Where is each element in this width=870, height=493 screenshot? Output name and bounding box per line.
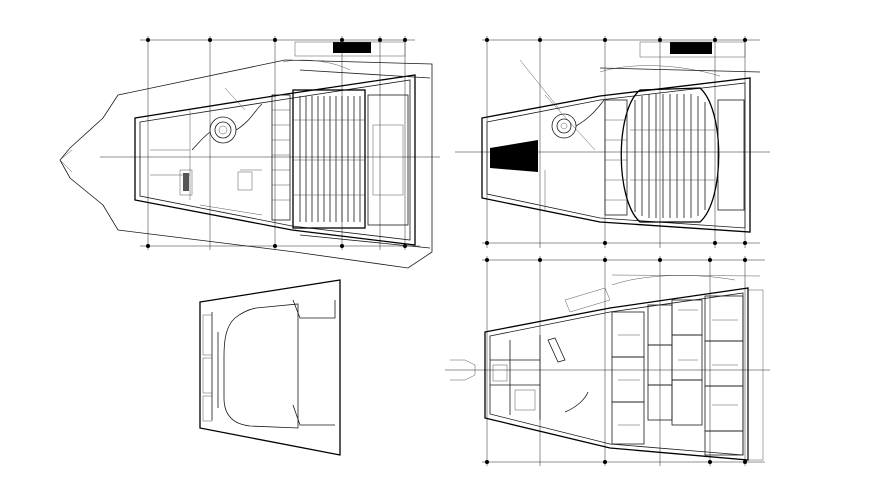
building-outline	[481, 77, 751, 233]
service-core	[271, 94, 291, 221]
title-block	[639, 41, 746, 58]
stage-area	[717, 99, 745, 211]
title-block-fill	[670, 42, 712, 54]
title-block-fill	[333, 42, 371, 53]
hatched-area	[490, 140, 538, 172]
site-boundary	[59, 59, 433, 269]
dimension-lines	[455, 36, 770, 248]
spiral-ramp	[551, 99, 605, 139]
dimension-lines	[100, 36, 440, 250]
spiral-ramp	[191, 103, 263, 151]
hall-curve	[564, 391, 589, 413]
plan-lower-left	[199, 279, 341, 456]
hall-feature	[547, 337, 566, 363]
room-partitions	[490, 295, 744, 456]
service-core	[604, 99, 628, 216]
title-block	[294, 41, 406, 57]
plan-upper-left	[59, 36, 440, 269]
plan-lower-right	[445, 256, 770, 466]
plan-upper-right	[455, 36, 770, 248]
building-outline	[484, 287, 749, 461]
auditorium-seating	[620, 87, 720, 223]
stage-area	[367, 94, 409, 226]
site-outline	[199, 279, 341, 456]
auditorium-seating	[292, 89, 366, 229]
dimension-lines	[445, 256, 770, 466]
auditorium-outline	[223, 303, 299, 429]
